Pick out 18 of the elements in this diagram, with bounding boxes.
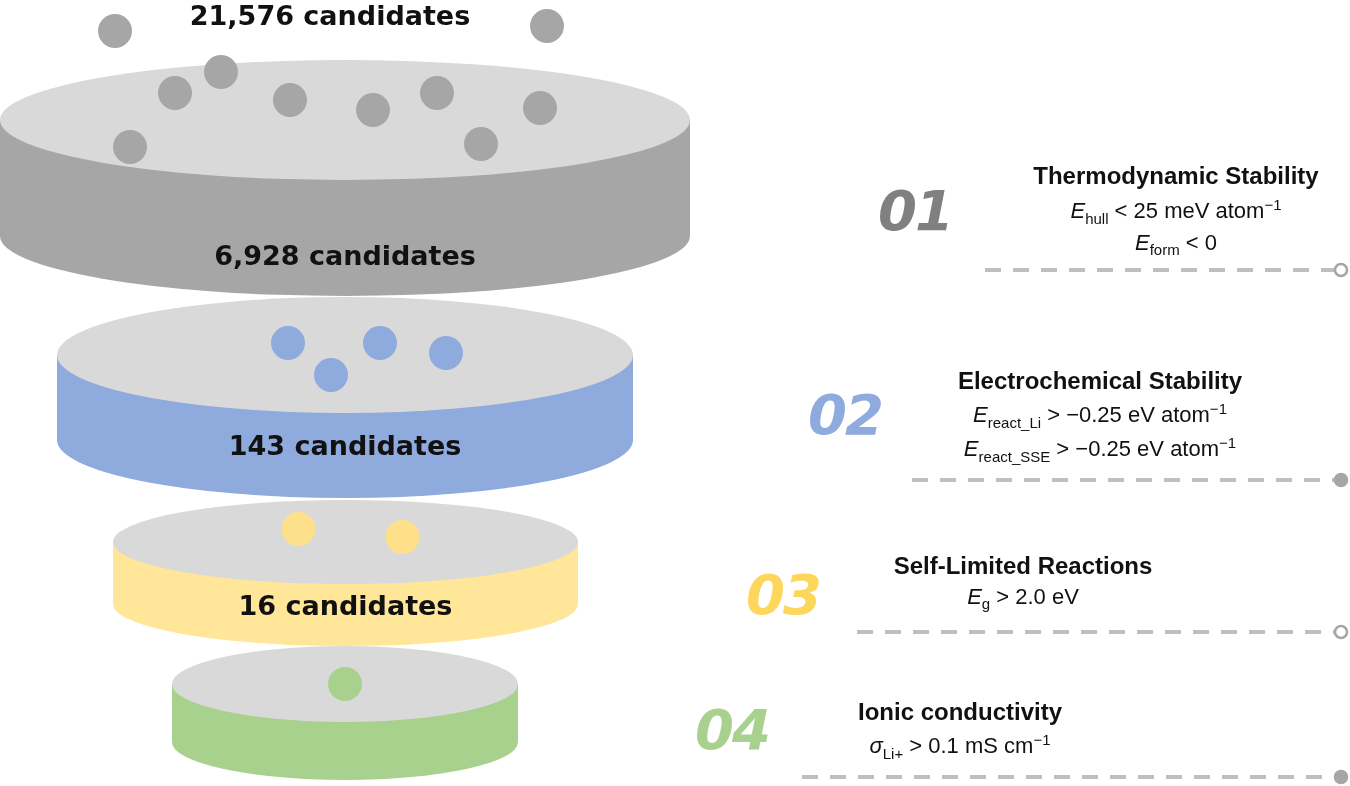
criterion-title: Ionic conductivity — [858, 698, 1062, 726]
step-number: 02 — [808, 382, 882, 447]
step-number: 03 — [746, 562, 820, 627]
step-number: 01 — [878, 178, 952, 243]
candidate-count: 6,928 candidates — [213, 240, 477, 271]
candidate-count: 16 candidates — [237, 590, 454, 621]
candidate-count: 143 candidates — [227, 430, 463, 461]
criterion-formula: E$_{hull}$ < 25 meV atom$^{−1}$ — [1070, 196, 1282, 227]
criterion-title: Thermodynamic Stability — [1033, 162, 1319, 190]
criterion-formula: E$_{react_SSE}$ > −0.25 eV atom$^{−1}$ — [963, 434, 1237, 465]
step-number: 04 — [695, 697, 769, 762]
criterion-formula: σ$_{Li+}$ > 0.1 mS cm$^{−1}$ — [869, 731, 1051, 762]
criterion-formula: E$_{react_Li}$ > −0.25 eV atom$^{−1}$ — [973, 400, 1227, 431]
candidate-count: 21,576 candidates — [189, 0, 471, 31]
criterion-title: Self-Limited Reactions — [893, 552, 1153, 580]
criterion-title: Electrochemical Stability — [957, 367, 1243, 395]
criterion-formula: E$_{form}$ < 0 — [1135, 230, 1217, 259]
criterion-formula: E$_{g}$ > 2.0 eV — [967, 584, 1079, 613]
